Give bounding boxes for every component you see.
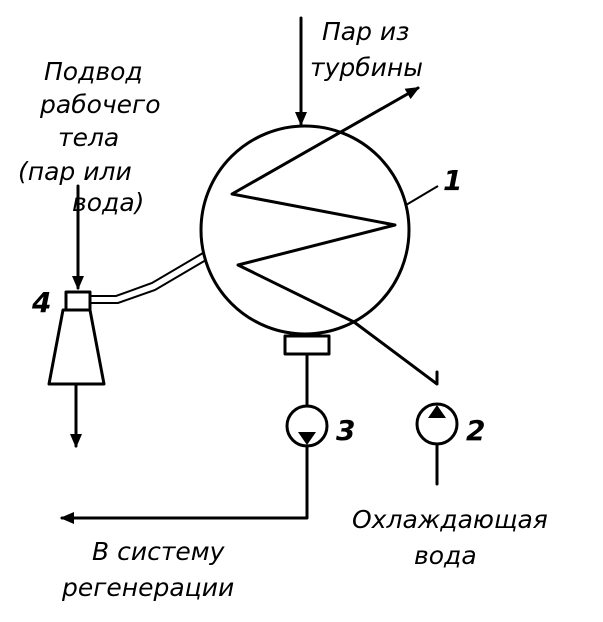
ejector — [47, 290, 106, 386]
to-regeneration-label: В систему регенерации — [61, 537, 234, 602]
air-extraction-pipe — [91, 252, 207, 304]
condensate-pump-number: 3 — [336, 414, 355, 447]
cooling-water-pump — [415, 402, 459, 446]
condenser-leader-line — [405, 185, 439, 206]
condensate-collector — [283, 334, 331, 356]
condensate-pump — [285, 404, 329, 448]
working-fluid-supply-label: Подвод рабочего тела (пар или вода) — [18, 57, 168, 217]
steam-from-turbine-label: Пар из турбины — [310, 17, 423, 82]
condenser-shell — [199, 124, 411, 336]
cooling-water-label: Охлаждающая вода — [352, 505, 556, 570]
cooling-pump-number: 2 — [466, 414, 485, 447]
regeneration-pipe — [60, 444, 309, 524]
condenser-number: 1 — [443, 164, 462, 197]
cooling-coil — [230, 86, 439, 386]
ejector-number: 4 — [31, 286, 51, 319]
